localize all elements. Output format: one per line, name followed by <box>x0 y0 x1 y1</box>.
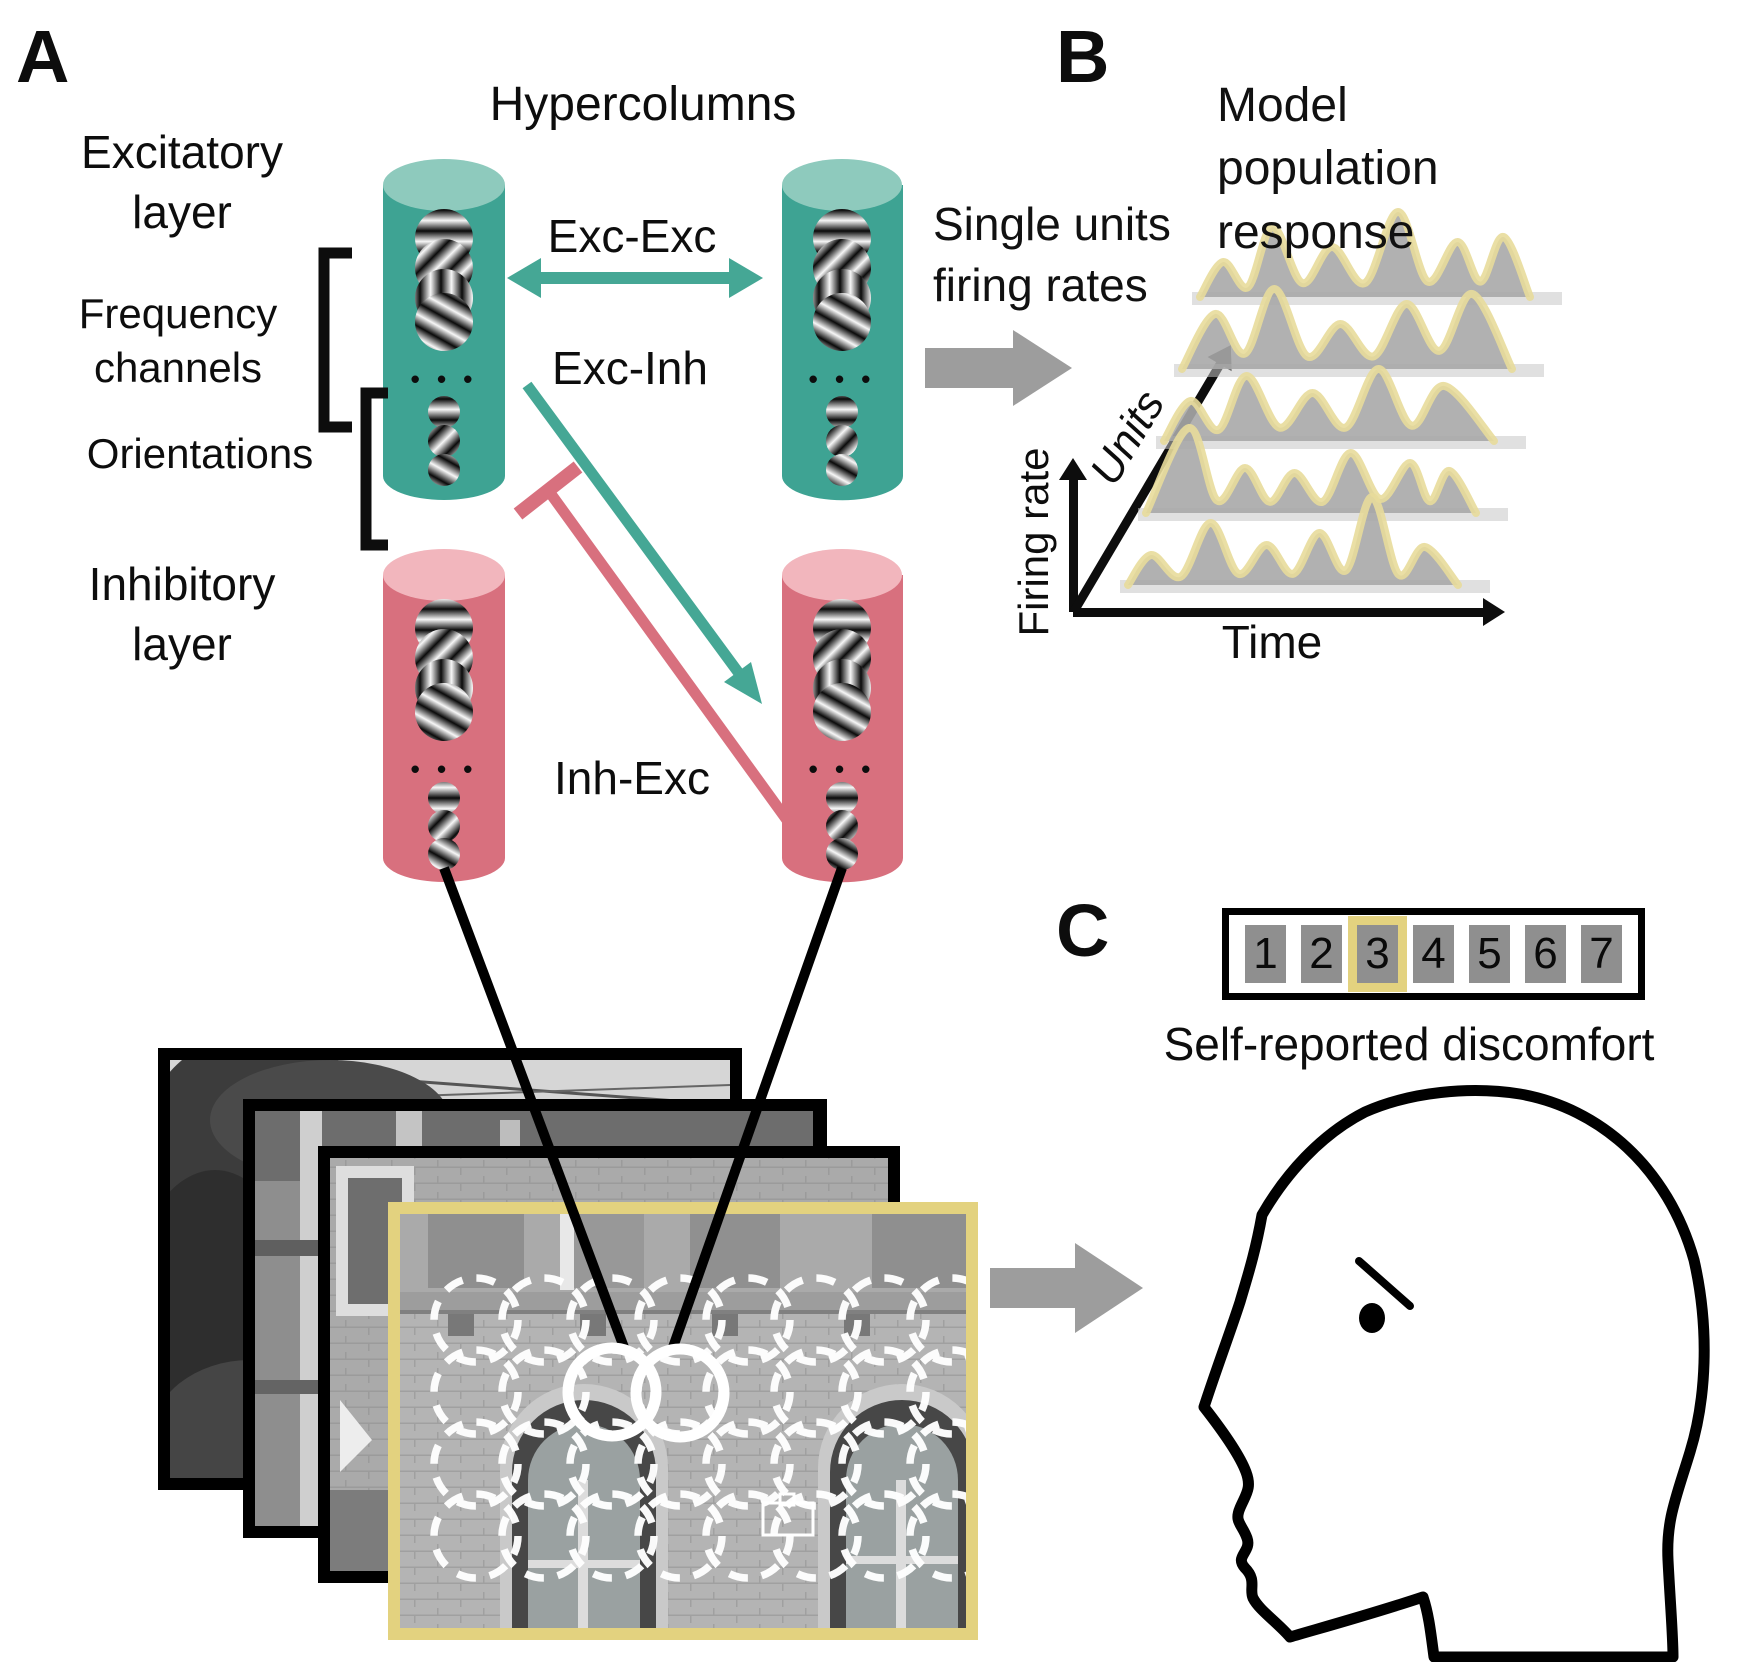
inhibitory-hypercolumn-left <box>383 549 505 882</box>
receptive-field-circle <box>430 1346 522 1438</box>
inhibitory-hypercolumn-right <box>782 549 903 883</box>
ridge-fill <box>1164 368 1494 441</box>
exc-exc-label: Exc-Exc <box>547 210 717 262</box>
eye-icon <box>1359 1303 1385 1333</box>
input-label-line: Single units <box>933 198 1171 250</box>
receptive-field-circle <box>838 1418 930 1510</box>
frequency-bracket <box>318 247 352 433</box>
receptive-field-circle <box>498 1274 590 1366</box>
highlighted-receptive-field <box>562 1342 662 1442</box>
receptive-field-circle <box>702 1418 794 1510</box>
ridge-fill <box>1200 211 1530 297</box>
receptive-field-circle <box>498 1490 590 1582</box>
receptive-field-circle <box>770 1346 862 1438</box>
receptive-field-circle <box>702 1274 794 1366</box>
model-output-arrow <box>925 330 1072 406</box>
receptive-field-circle <box>498 1346 590 1438</box>
orientations-bracket <box>360 387 388 551</box>
discomfort-scale: 1 2 3 4 5 6 7 <box>1222 908 1645 1000</box>
excitatory-hypercolumn-right <box>782 159 903 501</box>
receptive-field-circle <box>566 1418 658 1510</box>
panel-c-label: C <box>1056 889 1110 972</box>
frequency-gratings-icon <box>415 209 473 351</box>
scale-value-7: 7 <box>1581 925 1622 983</box>
title-line: response <box>1217 205 1415 259</box>
receptive-field-circle <box>430 1490 522 1582</box>
frequency-channels-label-line1: Frequency <box>78 290 278 337</box>
hypercolumns-title: Hypercolumns <box>489 78 797 131</box>
receptive-field-circle <box>838 1490 930 1582</box>
inh-exc-connection <box>513 461 805 842</box>
receptive-field-circle <box>838 1346 930 1438</box>
scale-value-3: 3 <box>1348 916 1407 992</box>
receptive-field-grid <box>430 1274 966 1582</box>
inh-exc-label: Inh-Exc <box>554 752 710 804</box>
self-reported-discomfort-caption: Self-reported discomfort <box>1163 1018 1655 1070</box>
highlighted-receptive-field <box>630 1343 730 1443</box>
scale-value-2: 2 <box>1301 925 1342 983</box>
frequency-channels-label-line2: channels <box>93 344 263 391</box>
exc-inh-label: Exc-Inh <box>552 342 708 394</box>
ellipsis-exc-left: • • • <box>410 364 478 394</box>
population-response-ridges <box>1120 207 1562 593</box>
receptive-field-circle <box>634 1274 726 1366</box>
panel-b-label: B <box>1056 15 1110 98</box>
panel-a-label: A <box>16 15 70 98</box>
input-label-line: firing rates <box>933 258 1148 311</box>
ridge-outline <box>1124 492 1462 589</box>
ridge-outline <box>1160 365 1498 445</box>
title-line: population <box>1217 142 1439 196</box>
ellipsis-inh-right: • • • <box>808 754 876 784</box>
observer-arrow <box>990 1243 1143 1333</box>
fixation-marker-icon <box>761 1492 815 1537</box>
excitatory-layer-label-line1: Excitatory <box>81 126 283 178</box>
inhibitory-layer-label-line2: layer <box>132 618 232 670</box>
scale-value-5: 5 <box>1469 925 1510 983</box>
stimulus-photo <box>388 1202 978 1640</box>
head-profile-icon <box>1198 1085 1710 1662</box>
receptive-field-circle <box>770 1418 862 1510</box>
orientations-label: Orientations <box>86 430 314 477</box>
ellipsis-exc-right: • • • <box>808 364 876 394</box>
receptive-field-circle <box>566 1274 658 1366</box>
receptive-field-circle <box>634 1418 726 1510</box>
receptive-field-circle <box>498 1418 590 1510</box>
projection-lines <box>439 866 847 1352</box>
ellipsis-inh-left: • • • <box>410 754 478 784</box>
scale-value-4: 4 <box>1413 925 1454 983</box>
eyebrow-icon <box>1355 1257 1414 1310</box>
ridge-outline <box>1178 285 1516 373</box>
excitatory-layer-label-line2: layer <box>132 186 232 238</box>
highlighted-receptive-fields <box>562 1342 730 1443</box>
receptive-field-circle <box>702 1346 794 1438</box>
inhibitory-layer-label-line1: Inhibitory <box>88 558 276 610</box>
receptive-field-circle <box>566 1490 658 1582</box>
time-axis-label: Time <box>1221 616 1323 668</box>
receptive-field-circle <box>770 1490 862 1582</box>
receptive-field-circle <box>838 1274 930 1366</box>
orientation-gratings-icon <box>428 396 460 486</box>
title-line: Model <box>1217 79 1348 132</box>
ridge-outline <box>1196 207 1534 301</box>
receptive-field-circle <box>770 1274 862 1366</box>
excitatory-hypercolumn-left <box>383 159 505 500</box>
receptive-field-circle <box>634 1490 726 1582</box>
receptive-field-circle <box>430 1418 522 1510</box>
exc-exc-arrow <box>507 258 763 298</box>
receptive-field-circle <box>430 1274 522 1366</box>
ridge-outline <box>1142 424 1480 517</box>
single-units-firing-rates-label: Single units firing rates <box>933 194 1171 315</box>
scale-value-1: 1 <box>1245 925 1286 983</box>
firing-rate-axis-label: Firing rate <box>1009 447 1057 637</box>
scale-value-6: 6 <box>1525 925 1566 983</box>
exc-inh-arrow <box>522 381 762 704</box>
ridge-fill <box>1128 496 1458 585</box>
model-population-response-title: Model population response <box>1217 74 1439 264</box>
